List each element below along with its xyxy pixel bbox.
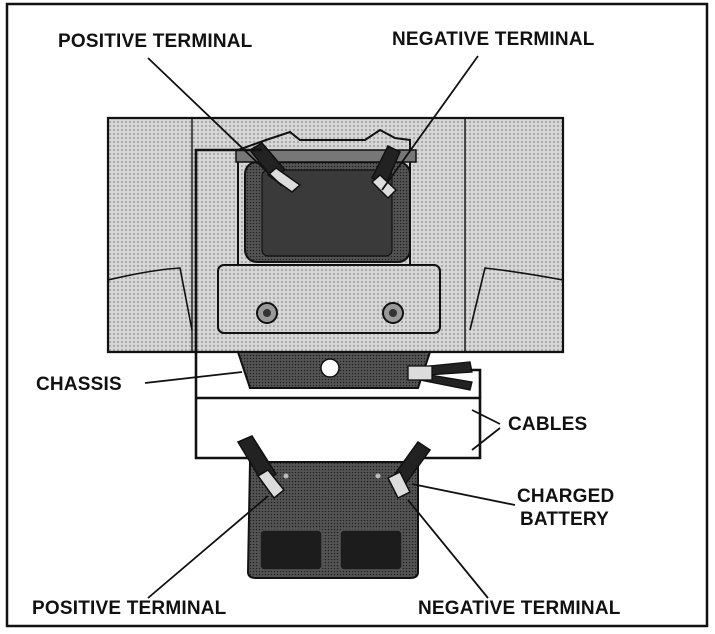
diagram-border [5, 2, 709, 628]
chassis [236, 351, 432, 389]
bottom-positive-terminal-label: POSITIVE TERMINAL [32, 598, 227, 619]
donor-negative-clamp [386, 440, 432, 500]
top-positive-terminal-label: POSITIVE TERMINAL [58, 31, 253, 52]
vehicle-positive-clamp [248, 142, 302, 193]
charged-battery-label-line1: CHARGED [517, 486, 615, 507]
cables-label: CABLES [508, 414, 588, 435]
chassis-ground-clamp [407, 361, 473, 391]
top-negative-terminal-label: NEGATIVE TERMINAL [392, 29, 595, 50]
bottom-negative-terminal-label: NEGATIVE TERMINAL [418, 598, 621, 619]
jumper-cables [194, 148, 482, 460]
charged-battery-label-line2: BATTERY [520, 509, 610, 530]
donor-positive-clamp [236, 435, 286, 500]
chassis-label: CHASSIS [36, 374, 122, 395]
charged-battery [246, 461, 419, 579]
battery-hold-down-bracket [217, 264, 441, 334]
leader-lines [144, 55, 516, 599]
